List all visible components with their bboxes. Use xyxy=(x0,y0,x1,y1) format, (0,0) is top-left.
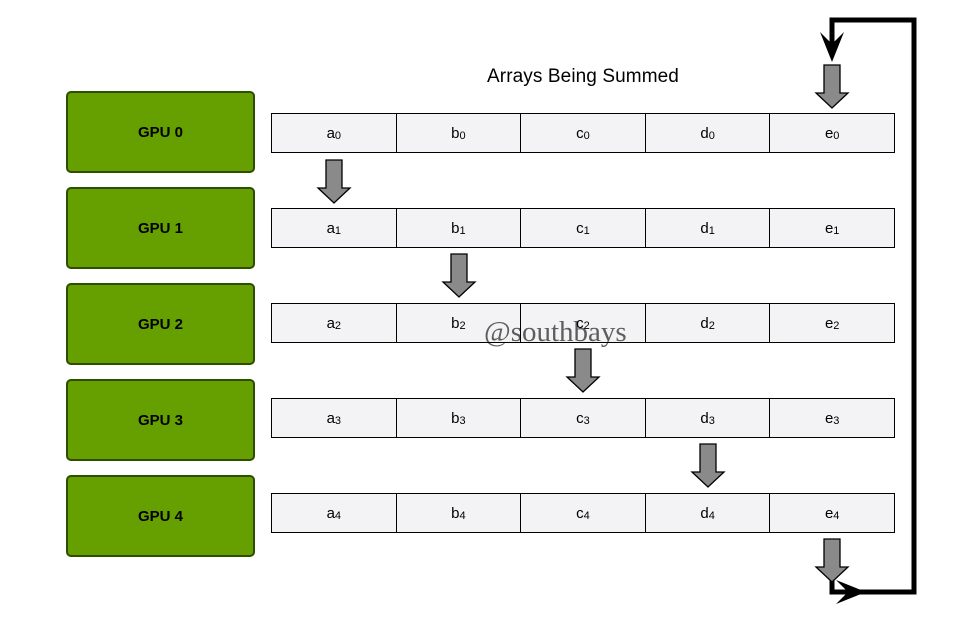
gpu-box-0: GPU 0 xyxy=(66,91,255,173)
gpu-box-2: GPU 2 xyxy=(66,283,255,365)
loop-arrowhead-right xyxy=(836,580,866,604)
block-arrow-b1-to-b2 xyxy=(441,253,477,298)
block-arrow-out-of-e4 xyxy=(814,538,850,583)
block-arrow-a0-to-a1 xyxy=(316,159,352,204)
diagram-title: Arrays Being Summed xyxy=(487,66,679,87)
block-arrow-d3-to-d4 xyxy=(690,443,726,488)
gpu-box-4: GPU 4 xyxy=(66,475,255,557)
block-arrow-into-e0 xyxy=(814,64,850,109)
gpu-box-1: GPU 1 xyxy=(66,187,255,269)
block-arrow-c2-to-c3 xyxy=(565,348,601,393)
watermark-text: @southbays xyxy=(484,316,627,348)
gpu-box-3: GPU 3 xyxy=(66,379,255,461)
loop-arrowhead-down xyxy=(820,32,844,62)
